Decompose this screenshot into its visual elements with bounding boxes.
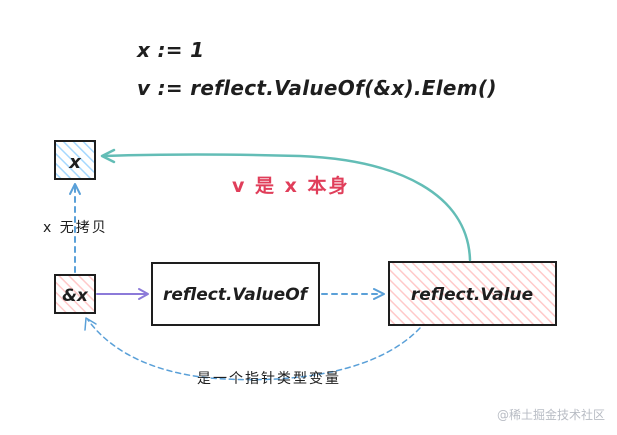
code-line-1: x := 1 (137, 38, 205, 62)
node-addr-x-label: &x (62, 286, 89, 306)
node-addr-x: &x (54, 274, 96, 314)
arrow-value-to-addr (84, 317, 421, 381)
arrow-value-to-x (100, 148, 472, 262)
node-x: x (54, 140, 96, 180)
code-line-2: v := reflect.ValueOf(&x).Elem() (137, 76, 497, 100)
node-reflect-valueof: reflect.ValueOf (151, 262, 320, 326)
node-x-label: x (68, 152, 82, 173)
node-reflect-value-label: reflect.Value (411, 285, 533, 305)
annotation-x-no-copy: x 无拷贝 (43, 220, 108, 236)
annotation-pointer-var: 是一个指针类型变量 (197, 371, 341, 387)
arrow-valueof-to-value (321, 288, 385, 300)
node-reflect-valueof-label: reflect.ValueOf (163, 285, 310, 305)
arrow-addr-to-x (69, 183, 81, 273)
annotation-v-is-x-itself: v 是 x 本身 (232, 174, 350, 197)
arrow-addr-to-valueof (96, 288, 149, 300)
watermark: @稀土掘金技术社区 (496, 408, 605, 422)
node-reflect-value: reflect.Value (388, 261, 557, 326)
